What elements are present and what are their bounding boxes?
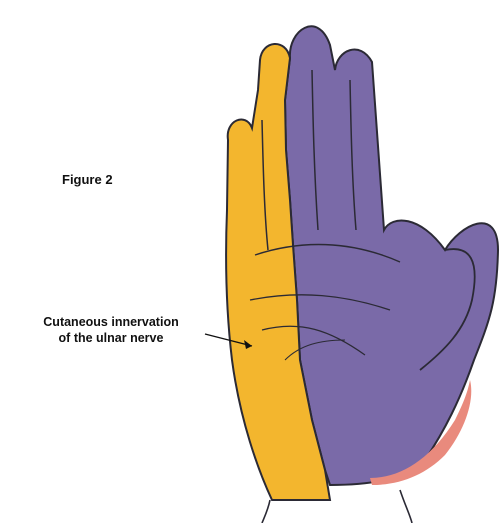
callout-text: Cutaneous innervation of the ulnar nerve: [6, 314, 216, 346]
callout-line-1: Cutaneous innervation: [6, 314, 216, 330]
figure-label: Figure 2: [62, 172, 113, 187]
wrist-line: [262, 500, 270, 523]
callout-line-2: of the ulnar nerve: [6, 330, 216, 346]
wrist-line: [400, 490, 412, 523]
